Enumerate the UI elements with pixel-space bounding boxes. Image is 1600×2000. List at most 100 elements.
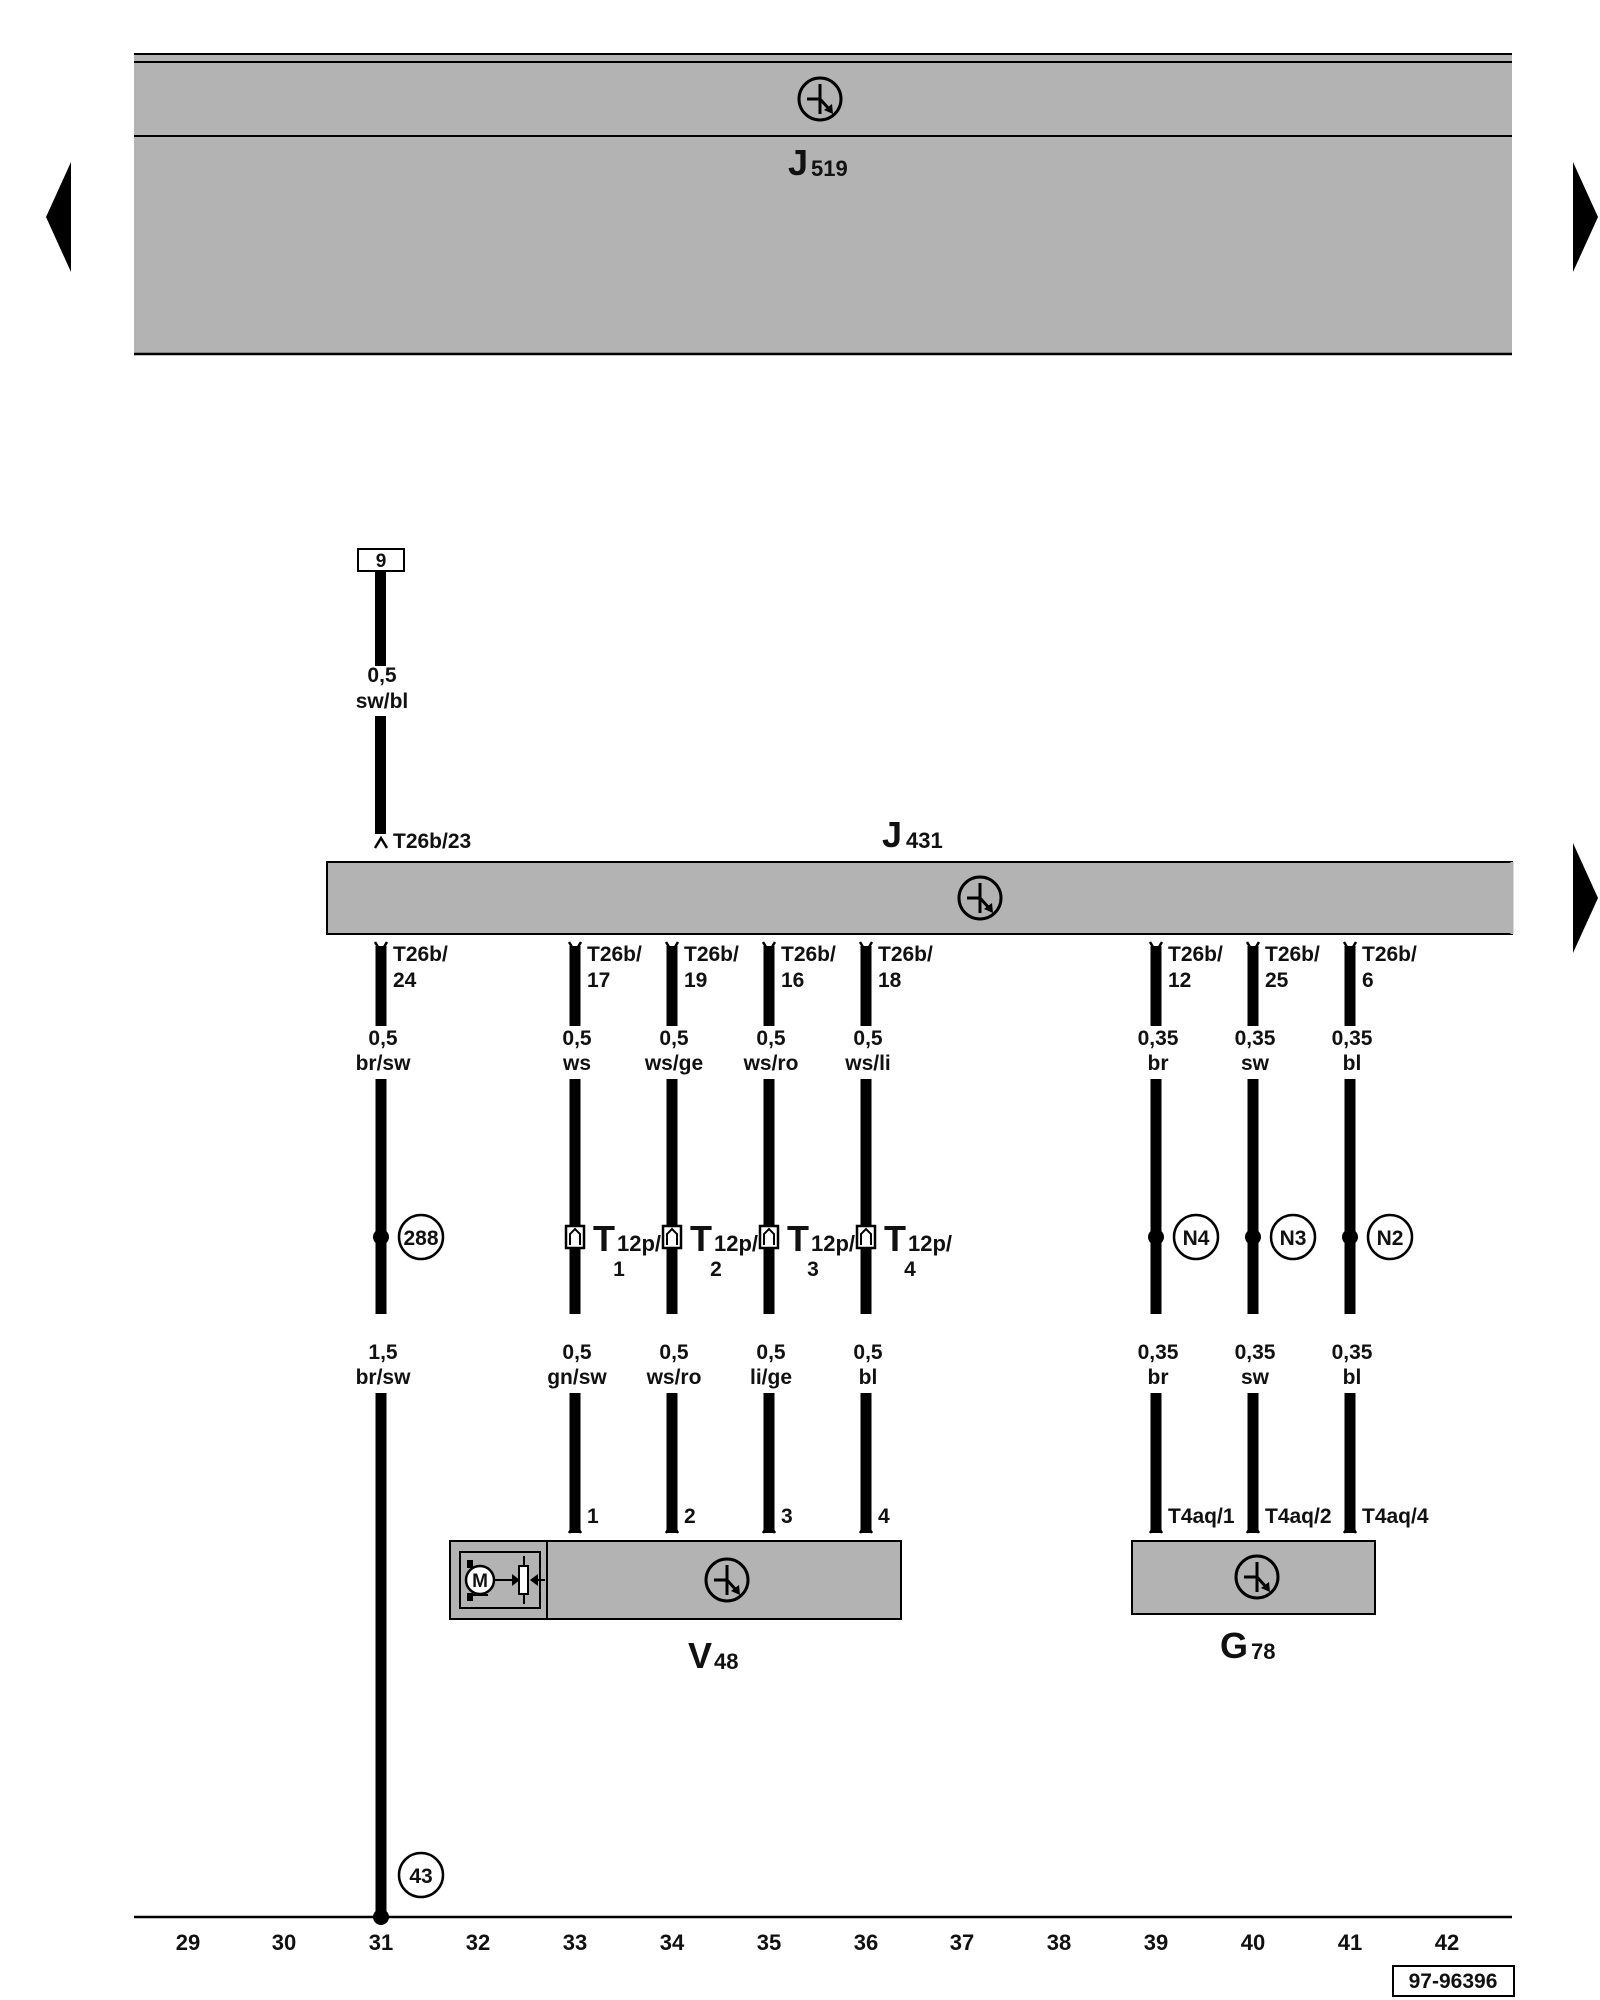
wire-size: 0,35 (1138, 1341, 1179, 1364)
prev-page-triangle-left-icon[interactable] (46, 162, 71, 272)
end-pin-label: T4aq/4 (1362, 1505, 1429, 1528)
module-g78-name: G (1220, 1625, 1248, 1666)
document-id: 97-96396 (1409, 1970, 1498, 1993)
pin-number: 18 (878, 969, 902, 992)
motor-potentiometer-icon: M (459, 1551, 545, 1609)
wire-segment (375, 1079, 387, 1314)
module-g78-sub: 78 (1251, 1639, 1275, 1664)
ruler-number: 38 (1047, 1930, 1071, 1955)
ruler-number: 30 (272, 1930, 296, 1955)
splice-label: N4 (1183, 1227, 1210, 1250)
wire-segment (1247, 1079, 1259, 1314)
wire-segment (1344, 1079, 1356, 1314)
splice-label: 288 (403, 1227, 438, 1250)
module-j519-sub: 519 (811, 156, 848, 181)
wire-size: 0,35 (1332, 1341, 1373, 1364)
pin-number: 16 (781, 969, 804, 992)
connector-pin: 4 (904, 1258, 916, 1281)
module-j431-name: J (882, 814, 902, 855)
connector-label: 12p/ (617, 1231, 661, 1256)
connector-pin: 1 (613, 1258, 625, 1281)
splice-dot (373, 1229, 389, 1245)
module-j519: J 519 (134, 53, 1512, 356)
wire-color: gn/sw (547, 1366, 607, 1389)
ruler-number: 36 (854, 1930, 878, 1955)
splice-dot (1342, 1229, 1358, 1245)
wire-segment (860, 1393, 872, 1533)
pin-number: 24 (393, 969, 417, 992)
connector-label: 12p/ (714, 1231, 758, 1256)
module-j431-sub: 431 (906, 828, 943, 853)
wire-segment (1150, 946, 1162, 1026)
connector-label: 12p/ (811, 1231, 855, 1256)
splice-dot (1148, 1229, 1164, 1245)
wires-layer: T26b/240,5br/sw1,5br/sw28843T26b/170,5ws… (356, 940, 1429, 1917)
ground-label: 43 (409, 1865, 432, 1888)
continue-triangle-right-icon[interactable] (1573, 843, 1598, 953)
wire-segment (666, 1079, 678, 1314)
connector-label: 12p/ (908, 1231, 952, 1256)
module-v48-sub: 48 (714, 1649, 738, 1674)
ruler-number: 29 (176, 1930, 200, 1955)
wire-segment (569, 946, 581, 1026)
end-pin-label: T4aq/2 (1265, 1505, 1332, 1528)
ruler-number: 35 (757, 1930, 781, 1955)
wire-size: 0,5 (853, 1341, 883, 1364)
wire-color: bl (1343, 1366, 1362, 1389)
splice-marker (397, 1213, 445, 1261)
splice-label: N2 (1377, 1227, 1404, 1250)
wire-color: bl (859, 1366, 878, 1389)
pin-label: T26b/ (393, 943, 448, 966)
wire-segment (1344, 1393, 1356, 1533)
wire-size: 0,35 (1235, 1341, 1276, 1364)
wire-segment (375, 1393, 387, 1917)
reference-box: 9 (357, 548, 405, 572)
reference-box-number: 9 (376, 551, 387, 572)
wire-segment (1150, 1079, 1162, 1314)
wire-size: 0,5 (367, 664, 397, 687)
ruler-number: 33 (563, 1930, 587, 1955)
wire-segment (666, 1393, 678, 1533)
pin-label: T26b/ (1265, 943, 1320, 966)
wire-size: 0,5 (756, 1341, 786, 1364)
end-pin-label: 1 (587, 1505, 599, 1528)
wire-segment (763, 1079, 775, 1314)
pin-label: T26b/ (1362, 943, 1417, 966)
wire-color: ws/ge (644, 1052, 703, 1075)
module-g78: G 78 (1131, 1540, 1376, 1666)
wire-color: br (1148, 1052, 1169, 1075)
connector-letter: T (593, 1218, 615, 1259)
wire-segment (569, 1079, 581, 1314)
pin-number: 6 (1362, 969, 1374, 992)
splice-label: N3 (1280, 1227, 1307, 1250)
ground-marker (397, 1851, 445, 1899)
ruler-number: 42 (1435, 1930, 1459, 1955)
connector-letter: T (690, 1218, 712, 1259)
ruler-number: 32 (466, 1930, 490, 1955)
wire-size: 1,5 (368, 1341, 398, 1364)
wire-color: ws/li (844, 1052, 891, 1075)
wire-size: 0,5 (562, 1341, 592, 1364)
wire-segment (666, 946, 678, 1026)
wire-color: ws (562, 1052, 591, 1075)
wire-segment (1247, 1393, 1259, 1533)
wire-size: 0,5 (659, 1341, 689, 1364)
splice-marker (1172, 1213, 1220, 1261)
next-page-triangle-right-icon[interactable] (1573, 162, 1598, 272)
connector-icon (564, 1224, 586, 1250)
ruler-number: 34 (660, 1930, 685, 1955)
ruler-number: 37 (950, 1930, 974, 1955)
connector-icon (758, 1224, 780, 1250)
end-pin-label: T4aq/1 (1168, 1505, 1235, 1528)
pin-number: 19 (684, 969, 707, 992)
pin-number: 12 (1168, 969, 1191, 992)
module-j431: J 431 (326, 814, 1514, 935)
pin-number: 17 (587, 969, 610, 992)
wire-color: ws/ro (646, 1366, 702, 1389)
